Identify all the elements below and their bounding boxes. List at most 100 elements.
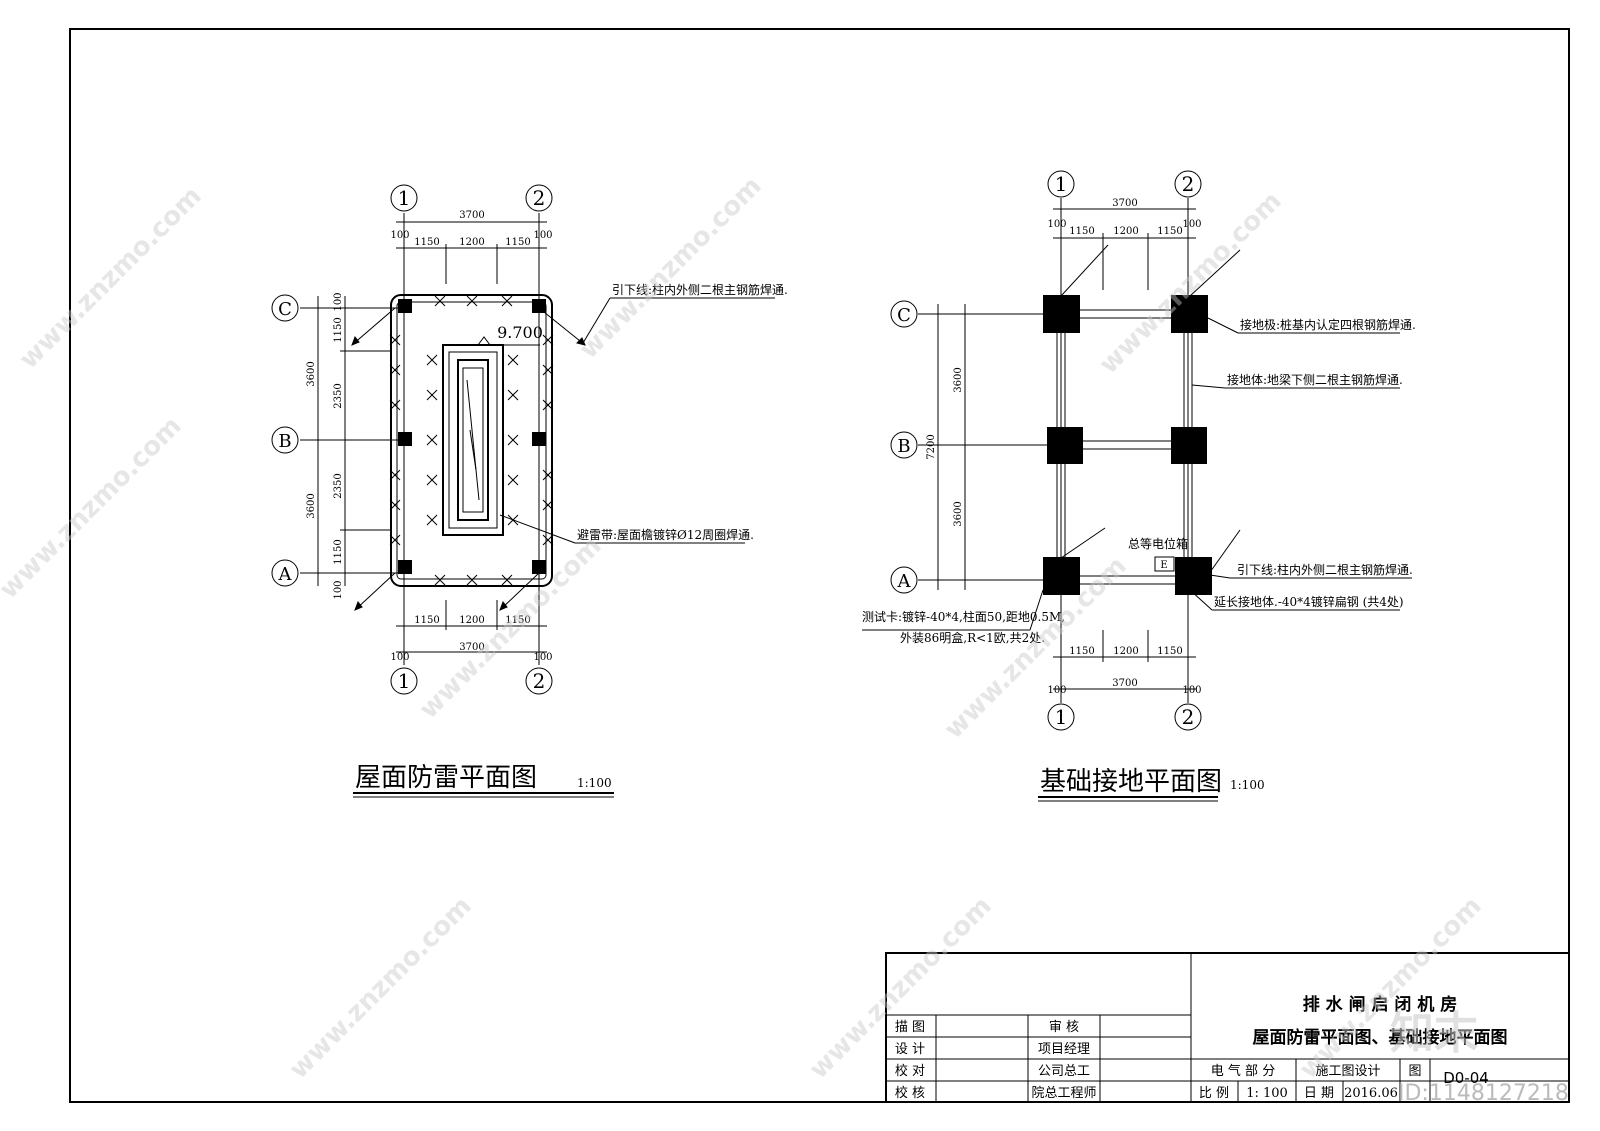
ground-note-test-card-1: 测试卡:镀锌-40*4,柱面50,距地0.5M, — [862, 609, 1065, 624]
roof-axis-bubble-C — [271, 294, 299, 322]
ground-dim-seg: 1150 — [1069, 646, 1094, 657]
watermark-site: www.znzmo.com — [1094, 186, 1288, 380]
roof-axis-label: 1 — [398, 186, 411, 210]
roof-axis-label: A — [278, 564, 293, 585]
tb-date-label: 日 期 — [1304, 1086, 1334, 1101]
roof-dim-side-edge: 100 — [333, 580, 344, 599]
watermark-logo: 知末 — [1390, 1008, 1478, 1059]
ground-axis-label: B — [897, 436, 910, 457]
roof-outline — [390, 294, 553, 587]
tb-role: 院总工程师 — [1031, 1086, 1096, 1101]
tb-role: 审 核 — [1049, 1020, 1079, 1035]
ground-axis-bubble-2-top — [1174, 170, 1202, 198]
ground-axis-label: 2 — [1182, 705, 1195, 729]
roof-axis-bubble-A — [271, 559, 299, 587]
roof-axis-bubble-B — [271, 426, 299, 454]
watermark-site: www.znzmo.com — [574, 171, 768, 365]
tb-scale-label: 比 例 — [1199, 1086, 1229, 1101]
ground-axis-bubble-A — [890, 566, 918, 594]
ground-note-plate: 接地极:桩基内认定四根钢筋焊通. — [1240, 317, 1416, 332]
ground-axis-bubble-B — [890, 431, 918, 459]
tb-role: 公司总工 — [1038, 1064, 1090, 1079]
ground-dim-edge: 100 — [1047, 685, 1066, 696]
ground-axis-label: 2 — [1182, 172, 1195, 196]
ground-axis-label: C — [897, 305, 911, 326]
roof-dim-side: 1150 — [333, 317, 344, 342]
ground-dim-seg: 1200 — [1113, 646, 1138, 657]
tb-stage: 施工图设计 — [1315, 1064, 1380, 1079]
roof-axis-bubble-1-bottom — [390, 667, 418, 695]
roof-dim-side: 2350 — [333, 473, 344, 498]
ground-dim-seg: 1200 — [1113, 226, 1138, 237]
roof-dim-edge: 100 — [533, 652, 552, 663]
roof-note-down-conductor: 引下线:柱内外侧二根主钢筋焊通. — [612, 282, 788, 297]
roof-note-lightning-belt: 避雷带:屋面檐镀锌Ø12周圈焊通. — [577, 527, 754, 542]
ground-dim-seg: 1150 — [1157, 646, 1182, 657]
roof-axis-label: C — [278, 299, 292, 320]
tb-sheet-no: D0-04 — [1443, 1069, 1489, 1087]
roof-axis-bubble-1-top — [390, 184, 418, 212]
roof-plan-title: 屋面防雷平面图 — [355, 763, 537, 793]
roof-dim-seg: 1150 — [505, 615, 530, 626]
watermark-site: www.znzmo.com — [284, 891, 478, 1085]
roof-columns — [398, 299, 546, 574]
roof-dim-edge: 100 — [390, 652, 409, 663]
ground-note-down-conductor: 引下线:柱内外侧二根主钢筋焊通. — [1237, 562, 1413, 577]
ground-axis-bubble-C — [890, 300, 918, 328]
tb-date-value: 2016.06 — [1344, 1086, 1398, 1101]
roof-dim-seg: 1200 — [459, 615, 484, 626]
roof-axis-label: 2 — [533, 669, 546, 693]
roof-dim-total: 3700 — [459, 642, 484, 653]
ground-dim-total: 3700 — [1112, 678, 1137, 689]
tb-project: 排 水 闸 启 闭 机 房 — [1303, 994, 1458, 1015]
tb-role: 描 图 — [895, 1020, 925, 1035]
ground-plan: 1 2 1 2 C B A 3700 1150 1200 1150 100 10… — [862, 170, 1416, 802]
ground-dim-edge: 100 — [1047, 219, 1066, 230]
roof-axis-bubble-2-bottom — [525, 667, 553, 695]
tb-role: 项目经理 — [1038, 1042, 1090, 1057]
meb-label: 总等电位箱 — [1128, 536, 1188, 551]
watermark-id: ID:1148127218 — [1398, 1081, 1569, 1106]
tb-role: 校 对 — [895, 1063, 925, 1079]
ground-dim-seg: 1150 — [1157, 226, 1182, 237]
ground-axis-bubble-2-bottom — [1174, 703, 1202, 731]
roof-axis-label: B — [278, 431, 291, 452]
tb-scale-value: 1: 100 — [1246, 1086, 1288, 1101]
ground-dim-side: 3600 — [953, 367, 964, 392]
watermarks: www.znzmo.com www.znzmo.com www.znzmo.co… — [0, 171, 1569, 1106]
ground-note-body: 接地体:地梁下侧二根主钢筋焊通. — [1227, 372, 1403, 387]
roof-dim-seg: 1150 — [414, 237, 439, 248]
roof-dim-side: 1150 — [333, 539, 344, 564]
title-block: 描 图 设 计 校 对 校 核 审 核 项目经理 公司总工 院总工程师 排 水 … — [885, 952, 1570, 1103]
ground-dim-total: 3700 — [1112, 198, 1137, 209]
roof-plan: 1 2 1 2 C B A 3700 1150 1200 1150 100 10… — [271, 184, 788, 798]
tb-discipline: 电 气 部 分 — [1211, 1063, 1275, 1079]
ground-plan-scale: 1:100 — [1230, 778, 1265, 792]
roof-dim-side: 3600 — [306, 361, 317, 386]
watermark-site: www.znzmo.com — [14, 181, 208, 375]
roof-axis-label: 2 — [533, 186, 546, 210]
roof-dim-seg: 1150 — [505, 237, 530, 248]
ground-dim-edge: 100 — [1182, 219, 1201, 230]
tb-role: 校 核 — [895, 1085, 925, 1101]
roof-axis-bubble-2-top — [525, 184, 553, 212]
roof-dim-seg: 1200 — [459, 237, 484, 248]
ground-axis-bubble-1-top — [1047, 170, 1075, 198]
roof-dim-side: 2350 — [333, 383, 344, 408]
roof-dim-side: 3600 — [306, 493, 317, 518]
roof-elevation: 9.700 — [497, 323, 543, 342]
lightning-belt-supports — [389, 295, 554, 586]
ground-axis-label: 1 — [1055, 705, 1068, 729]
ground-pile-caps — [1043, 295, 1212, 595]
tb-role: 设 计 — [895, 1042, 925, 1057]
roof-dim-seg: 1150 — [414, 615, 439, 626]
ground-plan-title: 基础接地平面图 — [1040, 767, 1222, 797]
ground-note-extension: 延长接地体.-40*4镀锌扁钢 (共4处) — [1214, 594, 1404, 609]
ground-axis-label: A — [897, 571, 912, 592]
tb-drawing-name: 屋面防雷平面图、基础接地平面图 — [1253, 1027, 1508, 1048]
down-conductor-arrows — [351, 307, 586, 611]
meb-symbol: E — [1160, 560, 1167, 571]
roof-dim-total: 3700 — [459, 210, 484, 221]
roof-dim-edge: 100 — [533, 230, 552, 241]
